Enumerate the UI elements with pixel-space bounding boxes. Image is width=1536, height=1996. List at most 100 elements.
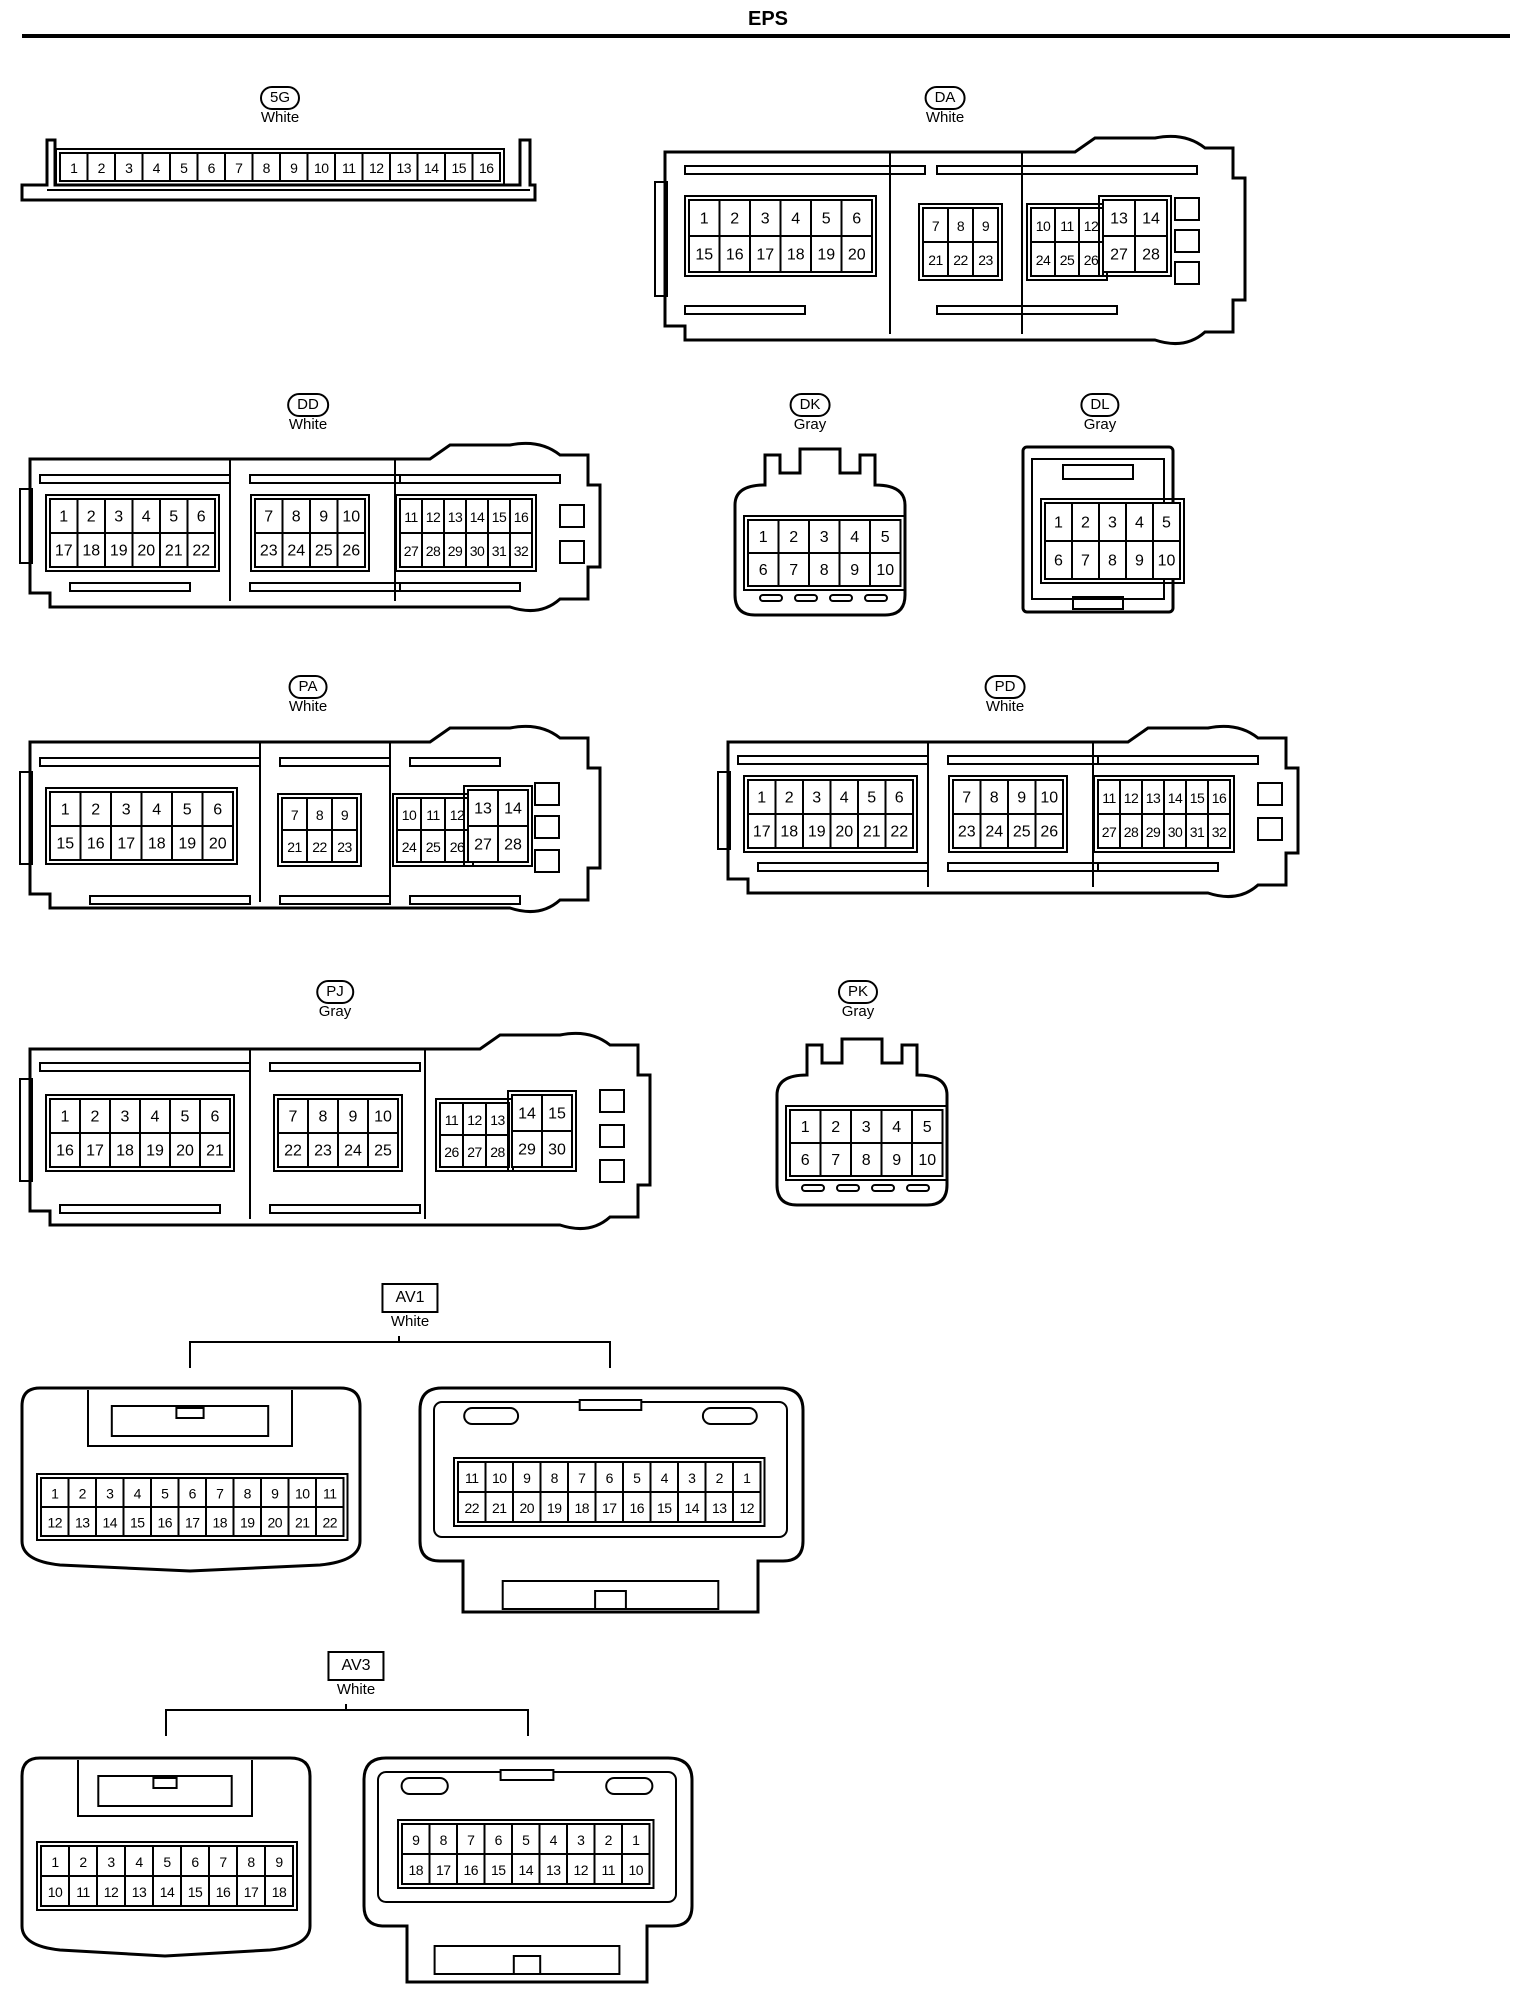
pin-label: 2 [87,509,96,526]
pin-label: 5 [163,1854,171,1870]
pin-label: 25 [374,1143,392,1160]
pin-label: 26 [1084,252,1099,268]
latch-bar [559,504,585,528]
pin-cell [367,1098,399,1134]
pin-cell [732,1491,762,1523]
latch-bar [399,582,521,592]
pin-label: 1 [801,1119,810,1136]
latch-bar [1097,755,1259,765]
pin-label: 1 [59,509,68,526]
pin-label: 1 [70,160,78,176]
pin-label: 15 [188,1884,203,1900]
pin-label: 4 [152,802,161,819]
latch-bar [1174,229,1200,253]
pin-grid-frame [918,203,1003,281]
pin-label: 22 [192,543,210,560]
pin-label: 15 [1190,790,1205,806]
pin-label: 29 [1146,824,1161,840]
pin-label: 13 [712,1500,727,1516]
pin-label: 2 [79,1854,87,1870]
pin-label: 9 [523,1470,531,1486]
pin-label: 11 [1060,218,1074,234]
pin-label: 7 [291,807,299,823]
pin-label: 9 [892,1152,901,1169]
pin-label: 16 [157,1515,172,1531]
pin-label: 18 [272,1884,287,1900]
pin-label: 10 [628,1862,643,1878]
pin-cell [1102,235,1136,273]
pin-cell [309,498,339,534]
latch-bar [249,474,401,484]
pin-label: 13 [448,509,463,525]
pin-label: 25 [1060,252,1075,268]
pin-cell [840,235,873,273]
pin-label: 28 [1124,824,1139,840]
latch-bar [59,1204,221,1214]
pin-label: 1 [700,211,709,228]
pin-cell [334,152,364,182]
pin-label: 22 [322,1515,337,1531]
pin-label: 26 [444,1144,459,1160]
pin-label: 12 [369,160,384,176]
pin-label: 1 [1054,515,1063,532]
pin-label: 6 [606,1470,614,1486]
pin-cell [857,779,887,815]
pin-label: 9 [1135,553,1144,570]
bracket-av1 [188,1336,614,1370]
pin-label: 8 [292,509,301,526]
pin-cell [420,829,446,863]
pin-cell [224,152,254,182]
pin-label: 12 [426,509,441,525]
latch-bar [534,815,560,839]
pin-label: 28 [504,837,522,854]
pin-label: 8 [957,218,965,234]
pin-label: 16 [87,836,105,853]
pin-label: 19 [817,247,835,264]
pin-label: 11 [76,1884,90,1900]
pin-cell [869,552,902,587]
pin-cell [467,825,499,863]
pin-label: 18 [148,836,166,853]
pin-label: 24 [344,1143,362,1160]
pin-label: 2 [98,160,106,176]
pin-cell [1030,241,1056,277]
pin-cell [336,532,366,568]
pin-cell [40,1875,70,1907]
pin-label: 3 [820,529,829,546]
pin-grid-frame [1098,195,1172,277]
latch-bar [936,305,1118,315]
latch-bar [1097,862,1219,872]
pin-cell [777,552,810,587]
pin-label: 19 [240,1515,255,1531]
pin-cell [829,813,859,849]
pin-cell [287,1506,317,1537]
pin-cell [389,152,419,182]
connector-color-da: White [925,109,965,126]
pin-label: 12 [1124,790,1139,806]
pin-cell [95,1477,125,1508]
pin-label: 1 [759,529,768,546]
pin-label: 4 [153,160,161,176]
pin-label: 3 [125,160,133,176]
latch-bar [249,582,401,592]
pin-label: 5 [522,1832,530,1848]
pin-label: 17 [55,543,73,560]
pin-label: 7 [219,1854,227,1870]
pin-label: 3 [106,1486,114,1502]
pin-label: 21 [928,252,943,268]
pin-cell [260,1477,290,1508]
pin-label: 11 [445,1112,459,1128]
pin-grid-frame [36,1473,349,1541]
